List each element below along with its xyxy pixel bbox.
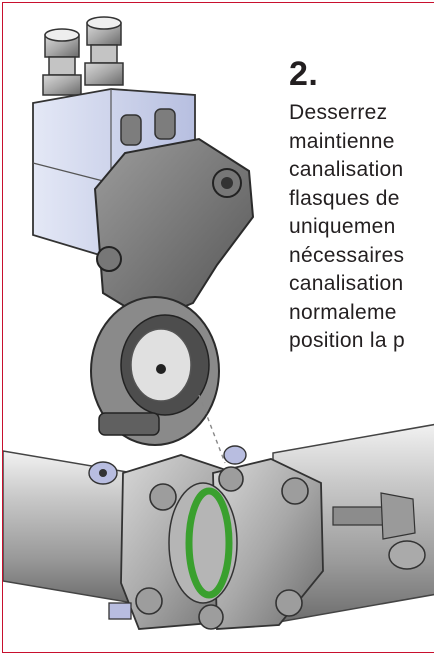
instruction-line: flasques de: [289, 186, 400, 210]
step-instructions: Desserrez maintienne canalisation flasqu…: [289, 99, 434, 356]
flange-bolts: [88, 445, 426, 630]
instruction-line: nécessaires: [289, 243, 405, 267]
fitting-left: [42, 28, 82, 96]
instruction-line: Desserrez: [289, 101, 388, 124]
step-number: 2.: [289, 55, 319, 93]
instruction-line: normaleme: [289, 300, 397, 324]
instruction-line: uniquemen: [289, 215, 396, 238]
clamp-ring: [90, 296, 220, 446]
instruction-line: position la p: [289, 329, 405, 352]
instruction-line: canalisation: [289, 272, 404, 295]
clamp-bracket: [93, 137, 255, 323]
gasket: [185, 487, 233, 599]
instruction-line: canalisation: [289, 158, 404, 181]
fitting-right: [84, 16, 124, 86]
assembly-illustration: [3, 16, 434, 630]
instruction-line: maintienne: [289, 129, 395, 153]
